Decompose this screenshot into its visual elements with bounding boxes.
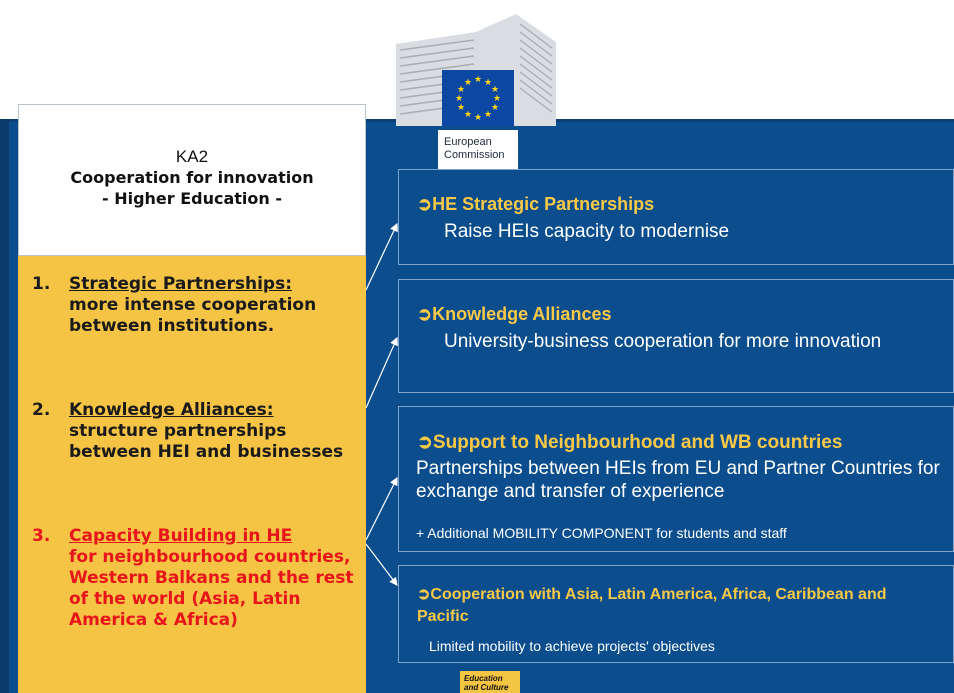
svg-text:★: ★ — [484, 110, 492, 120]
box-heading: ➲HE Strategic Partnerships — [417, 194, 655, 214]
european-commission-logo: ★★★★ ★★★★ ★★★★ European Commission — [396, 14, 556, 176]
box-description: Raise HEIs capacity to modernise — [444, 221, 730, 242]
arrow-bullet-icon: ➲ — [417, 304, 433, 324]
box-knowledge-alliances: ➲Knowledge Alliances University-business… — [398, 279, 954, 393]
box-neighbourhood-wb: ➲Support to Neighbourhood and WB countri… — [398, 406, 954, 552]
item-text: for neighbourhood countries, Western Bal… — [69, 547, 354, 630]
svg-text:★: ★ — [484, 78, 492, 88]
box-description: University-business cooperation for more… — [444, 331, 882, 352]
svg-text:★: ★ — [455, 94, 463, 104]
svg-text:★: ★ — [464, 110, 472, 120]
box-heading: ➲Cooperation with Asia, Latin America, A… — [417, 586, 887, 625]
ka2-subtitle: - Higher Education - — [101, 189, 283, 208]
box-heading: ➲Support to Neighbourhood and WB countri… — [417, 432, 843, 453]
box-note: + Additional MOBILITY COMPONENT for stud… — [416, 525, 787, 541]
item-title: Strategic Partnerships: — [69, 274, 293, 294]
item-text: more intense cooperation between institu… — [69, 295, 317, 336]
box-asia-latam-africa: ➲Cooperation with Asia, Latin America, A… — [398, 565, 954, 663]
arrow-bullet-icon: ➲ — [417, 194, 433, 214]
box-heading: ➲Knowledge Alliances — [417, 304, 612, 324]
svg-text:★: ★ — [457, 103, 465, 113]
box-description: Limited mobility to achieve projects' ob… — [429, 638, 715, 654]
svg-text:★: ★ — [457, 85, 465, 95]
arrow-bullet-icon: ➲ — [417, 432, 433, 453]
ka2-title: Cooperation for innovation — [70, 168, 314, 187]
item-title: Capacity Building in HE — [69, 526, 293, 546]
arrow-bullet-icon: ➲ — [417, 586, 431, 603]
ka2-actions-list: 1. Strategic Partnerships: more intense … — [18, 256, 366, 693]
svg-text:★: ★ — [474, 75, 482, 85]
left-edge-strip — [0, 119, 9, 693]
eu-stars-icon: ★★★★ ★★★★ ★★★★ — [455, 75, 501, 123]
svg-text:★: ★ — [491, 85, 499, 95]
box-he-strategic-partnerships: ➲HE Strategic Partnerships Raise HEIs ca… — [398, 169, 954, 265]
ka2-header-card: KA2 Cooperation for innovation - Higher … — [18, 104, 366, 256]
svg-text:★: ★ — [491, 103, 499, 113]
svg-text:★: ★ — [493, 94, 501, 104]
box-description: Partnerships between HEIs from EU and Pa… — [416, 458, 940, 502]
svg-text:★: ★ — [464, 78, 472, 88]
item-title: Knowledge Alliances: — [69, 400, 274, 420]
ka2-code: KA2 — [175, 147, 209, 166]
svg-text:★: ★ — [474, 113, 482, 123]
eu-flag: ★★★★ ★★★★ ★★★★ — [442, 70, 514, 126]
logo-wordmark: European Commission — [438, 130, 518, 176]
item-text: structure partnerships between HEI and b… — [69, 421, 344, 462]
